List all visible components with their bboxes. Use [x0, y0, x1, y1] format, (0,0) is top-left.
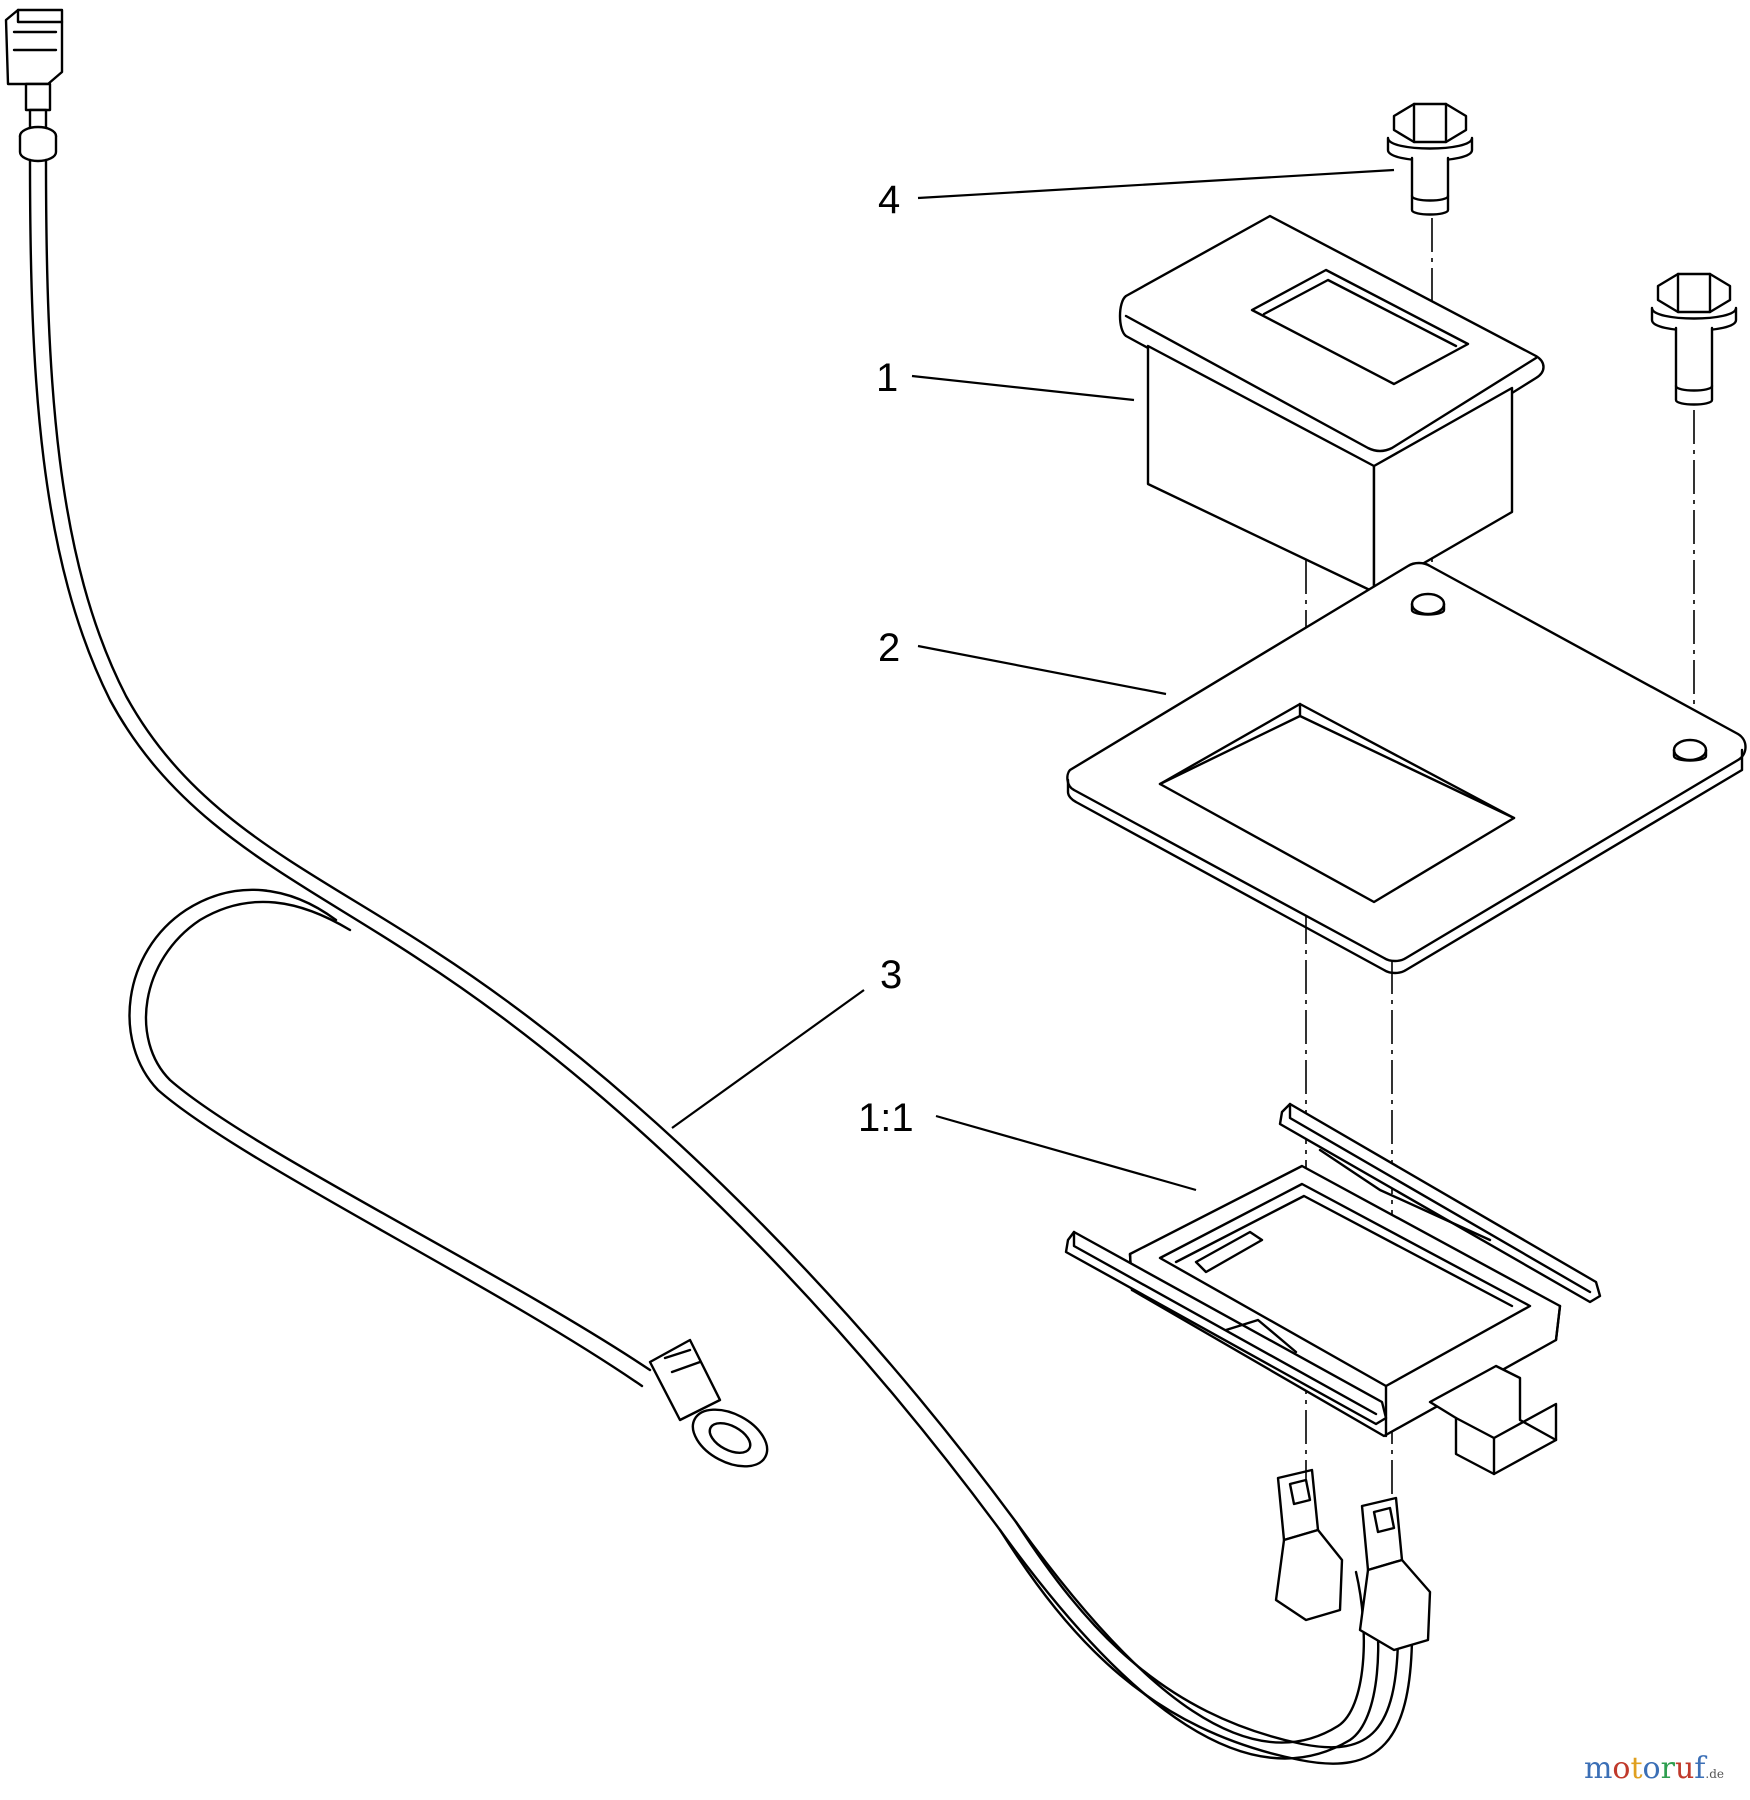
right-spade-terminal — [1358, 1496, 1432, 1652]
leader-1 — [911, 374, 1135, 402]
leader-2 — [917, 644, 1167, 696]
watermark-letter: u — [1674, 1751, 1695, 1786]
mounting-plate — [1066, 561, 1747, 975]
part-label-1-1: 1:1 — [858, 1096, 914, 1140]
bolt-right — [1650, 272, 1738, 406]
part-labels: 4 1 2 3 1:1 — [858, 178, 914, 1140]
leader-4 — [917, 168, 1395, 200]
leader-1-1 — [935, 1114, 1197, 1192]
left-spade-terminal — [1274, 1468, 1344, 1622]
part-label-1: 1 — [876, 356, 898, 400]
leader-lines — [671, 168, 1395, 1192]
watermark-letter: t — [1630, 1751, 1643, 1786]
watermark-letter: m — [1583, 1751, 1613, 1786]
ground-wire — [128, 888, 652, 1388]
retainer-clip — [1064, 1102, 1602, 1476]
part-label-3: 3 — [880, 953, 902, 997]
part-label-4: 4 — [878, 178, 900, 222]
bolt-left — [1386, 102, 1474, 216]
watermark-letter: r — [1660, 1751, 1675, 1786]
watermark-letter: o — [1612, 1751, 1631, 1786]
main-wire — [28, 158, 1380, 1760]
hour-meter — [1118, 214, 1545, 594]
watermark-letter: f — [1694, 1751, 1706, 1786]
branch-wire — [998, 1520, 1414, 1765]
ring-terminal — [648, 1338, 769, 1468]
watermark-letter: o — [1642, 1751, 1661, 1786]
watermark-suffix: .de — [1705, 1767, 1724, 1781]
motoruf-watermark-logo: motoruf.de — [1584, 1751, 1724, 1786]
leader-3 — [671, 989, 865, 1129]
top-connector — [4, 8, 64, 163]
wire-harness — [4, 8, 1432, 1765]
part-label-2: 2 — [878, 626, 900, 670]
